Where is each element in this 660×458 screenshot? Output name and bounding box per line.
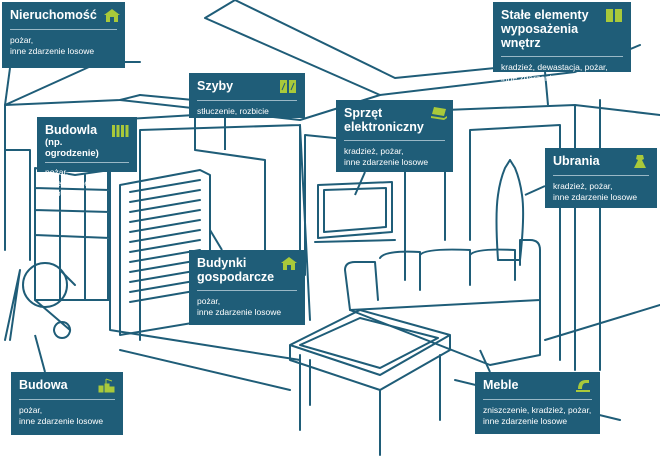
callout-stale-elementy: Stałe elementy wyposażenia wnętrz kradzi… [493,2,631,83]
callout-sprzet: Sprzęt elektroniczny kradzież, pożar, in… [336,100,453,172]
callout-title: Sprzęt elektroniczny [344,106,424,134]
callout-budowa: Budowa pożar, inne zdarzenie losowe [11,372,123,435]
callout-description: kradzież, dewastacja, pożar, inne zdarze… [501,62,608,83]
sofa [344,239,541,311]
fence-icon [112,125,129,137]
mixer-frame [4,269,76,341]
callout-subtitle: (np. ogrodzenie) [45,137,99,159]
callout-description: pożar, inne zdarzenie losowe [10,35,95,56]
coffee-table [289,309,451,456]
glass-pane-icon [280,80,296,93]
laptop-icon [430,107,447,120]
window-panes-icon [606,9,622,22]
callout-nieruchomosc: Nieruchomość pożar, inne zdarzenie losow… [2,2,125,68]
dress-icon [634,155,646,168]
callout-budowla: Budowla(np. ogrodzenie) pożar, inne zdar… [37,117,137,198]
callout-description: kradzież, pożar, inne zdarzenie losowe [344,146,429,167]
wardrobe [469,124,561,361]
callout-description: pożar, inne zdarzenie losowe [45,167,101,198]
callout-description: pożar, inne zdarzenie losowe [19,405,104,426]
callout-description: stłuczenie, rozbicie [197,106,269,116]
callout-title: Nieruchomość [10,8,97,22]
fence [34,167,111,301]
callout-ubrania: Ubrania kradzież, pożar, inne zdarzenie … [545,148,657,208]
callout-title: Stałe elementy wyposażenia wnętrz [501,8,589,50]
sofa-icon [576,380,590,392]
callout-title: Budowla(np. ogrodzenie) [45,123,105,159]
callout-szyby: Szyby stłuczenie, rozbicie [189,73,305,118]
right-wall [444,99,660,371]
callout-description: zniszczenie, kradzież, pożar, inne zdarz… [483,405,592,426]
callout-title: Budowa [19,378,68,392]
house-icon [281,257,298,270]
garage [119,169,211,336]
callout-title: Meble [483,378,519,392]
callout-title: Ubrania [553,154,600,168]
construction-icon [98,378,115,393]
hanging-dress [495,159,525,261]
tv [314,181,396,243]
left-wall [4,104,31,261]
callout-title: Budynki gospodarcze [197,256,275,284]
garage-door-lines [129,179,201,303]
callout-description: pożar, inne zdarzenie losowe [197,296,282,317]
callout-title: Szyby [197,79,234,93]
house-icon [103,9,120,22]
callout-budynki-gospodarcze: Budynki gospodarcze pożar, inne zdarzeni… [189,250,305,325]
sofa-base [349,299,541,366]
mixer-drum [22,262,68,308]
callout-description: kradzież, pożar, inne zdarzenie losowe [553,181,638,202]
callout-meble: Meble zniszczenie, kradzież, pożar, inne… [475,372,600,434]
